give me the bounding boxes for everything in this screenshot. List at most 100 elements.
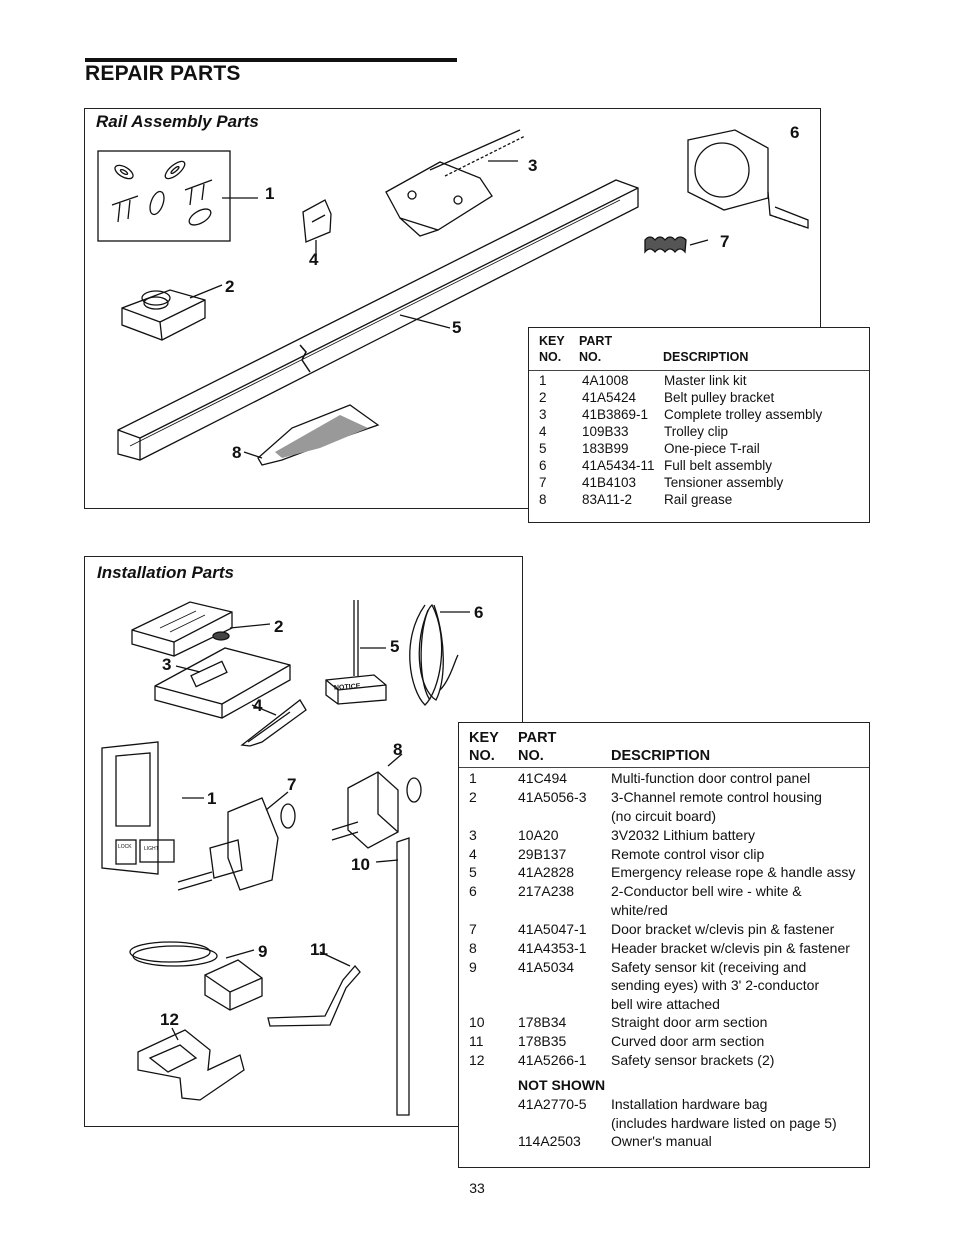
- rail-callout-1: 1: [265, 184, 275, 203]
- row-desc: sending eyes) with 3' 2-conductor: [611, 977, 820, 993]
- row-key: 3: [469, 827, 477, 843]
- row-key: 5: [469, 864, 477, 880]
- table-row: 9 41A5034 Safety sensor kit (receiving a…: [459, 959, 869, 978]
- table-row: 3 41B3869-1 Complete trolley assembly: [529, 407, 869, 424]
- row-key: 2: [539, 390, 547, 405]
- row-desc: Rail grease: [664, 492, 733, 507]
- install-callout-6: 6: [474, 603, 484, 622]
- row-part: 41B3869-1: [582, 407, 649, 422]
- table-row: 2 41A5056-3 3-Channel remote control hou…: [459, 789, 869, 808]
- row-part: 41A5047-1: [518, 921, 587, 937]
- row-part: 41B4103: [582, 475, 637, 490]
- row-part: 183B99: [582, 441, 629, 456]
- rail-callout-5: 5: [452, 318, 462, 337]
- table-row: sending eyes) with 3' 2-conductor: [459, 977, 869, 996]
- row-desc: Straight door arm section: [611, 1014, 768, 1030]
- rail-callout-3: 3: [528, 156, 538, 175]
- row-desc: Safety sensor kit (receiving and: [611, 959, 807, 975]
- install-callout-1: 1: [207, 789, 217, 808]
- row-desc: Header bracket w/clevis pin & fastener: [611, 940, 850, 956]
- master-link-kit-box: [97, 150, 231, 242]
- row-part: 178B34: [518, 1014, 567, 1030]
- row-desc: bell wire attached: [611, 996, 720, 1012]
- row-part: 114A2503: [518, 1133, 581, 1149]
- install-parts-table: KEY NO. PART NO. DESCRIPTION 1 41C494 Mu…: [458, 722, 870, 1168]
- row-part: 41A5424: [582, 390, 637, 405]
- install-header-key-1: KEY: [469, 730, 499, 746]
- row-key: 3: [539, 407, 547, 422]
- row-desc: Multi-function door control panel: [611, 770, 811, 786]
- row-desc: Door bracket w/clevis pin & fastener: [611, 921, 835, 937]
- row-desc: Curved door arm section: [611, 1033, 765, 1049]
- row-desc: 2-Conductor bell wire - white &: [611, 883, 802, 899]
- row-part: 41C494: [518, 770, 568, 786]
- rail-header-part-1: PART: [579, 334, 613, 348]
- table-row: 6 217A238 2-Conductor bell wire - white …: [459, 883, 869, 902]
- table-row: 12 41A5266-1 Safety sensor brackets (2): [459, 1052, 869, 1071]
- row-desc: (no circuit board): [611, 808, 717, 824]
- row-desc: Tensioner assembly: [664, 475, 784, 490]
- install-header-desc: DESCRIPTION: [611, 748, 711, 764]
- rail-callout-6: 6: [790, 123, 800, 142]
- table-row: 8 83A11-2 Rail grease: [529, 492, 869, 509]
- table-row: 5 41A2828 Emergency release rope & handl…: [459, 864, 869, 883]
- install-header-key-2: NO.: [469, 748, 495, 764]
- install-callout-10: 10: [351, 855, 370, 874]
- table-row: 4 109B33 Trolley clip: [529, 424, 869, 441]
- row-part: 41A5056-3: [518, 789, 587, 805]
- install-header-part-2: NO.: [518, 748, 544, 764]
- install-callout-4: 4: [253, 696, 263, 715]
- row-desc: Safety sensor brackets (2): [611, 1052, 775, 1068]
- install-panel-title: Installation Parts: [97, 563, 234, 582]
- row-desc: 3V2032 Lithium battery: [611, 827, 755, 843]
- table-row: (includes hardware listed on page 5): [459, 1115, 869, 1134]
- lock-label: LOCK: [118, 844, 132, 850]
- row-key: 7: [539, 475, 547, 490]
- install-callout-7: 7: [287, 775, 297, 794]
- row-key: 6: [539, 458, 547, 473]
- row-key: 4: [469, 846, 477, 862]
- table-row: 4 29B137 Remote control visor clip: [459, 846, 869, 865]
- rail-callout-8: 8: [232, 443, 242, 462]
- not-shown-label: NOT SHOWN: [518, 1077, 606, 1093]
- row-part: 41A4353-1: [518, 940, 587, 956]
- title-rule: [85, 58, 457, 62]
- row-desc: (includes hardware listed on page 5): [611, 1115, 837, 1131]
- table-row: bell wire attached: [459, 996, 869, 1015]
- row-part: 41A5266-1: [518, 1052, 587, 1068]
- row-desc: Owner's manual: [611, 1133, 712, 1149]
- rail-table-header: KEY NO. PART NO. DESCRIPTION: [529, 328, 869, 371]
- install-callout-5: 5: [390, 637, 400, 656]
- row-key: 2: [469, 789, 477, 805]
- table-row: 1 41C494 Multi-function door control pan…: [459, 770, 869, 789]
- row-key: 8: [469, 940, 477, 956]
- row-desc: Master link kit: [664, 373, 747, 388]
- row-part: 83A11-2: [582, 492, 633, 507]
- page-number: 33: [469, 1180, 485, 1196]
- row-desc: Emergency release rope & handle assy: [611, 864, 856, 880]
- row-key: 10: [469, 1014, 485, 1030]
- rail-header-part-2: NO.: [579, 350, 602, 364]
- row-key: 12: [469, 1052, 485, 1068]
- table-row: 41A2770-5 Installation hardware bag: [459, 1096, 869, 1115]
- install-callout-3: 3: [162, 655, 172, 674]
- row-key: 1: [469, 770, 477, 786]
- row-part: 10A20: [518, 827, 559, 843]
- table-row: 114A2503 Owner's manual: [459, 1133, 869, 1152]
- row-part: 41A5434-11: [582, 458, 655, 473]
- row-desc: Belt pulley bracket: [664, 390, 775, 405]
- row-part: 217A238: [518, 883, 575, 899]
- install-callout-8: 8: [393, 740, 403, 759]
- install-callout-9: 9: [258, 942, 268, 961]
- row-key: 4: [539, 424, 547, 439]
- table-row: white/red: [459, 902, 869, 921]
- rail-parts-table: KEY NO. PART NO. DESCRIPTION 1 4A1008 Ma…: [528, 327, 870, 523]
- row-desc: Installation hardware bag: [611, 1096, 768, 1112]
- row-part: 29B137: [518, 846, 567, 862]
- row-desc: white/red: [611, 902, 668, 918]
- row-desc: Full belt assembly: [664, 458, 773, 473]
- row-part: 41A5034: [518, 959, 575, 975]
- row-desc: Remote control visor clip: [611, 846, 765, 862]
